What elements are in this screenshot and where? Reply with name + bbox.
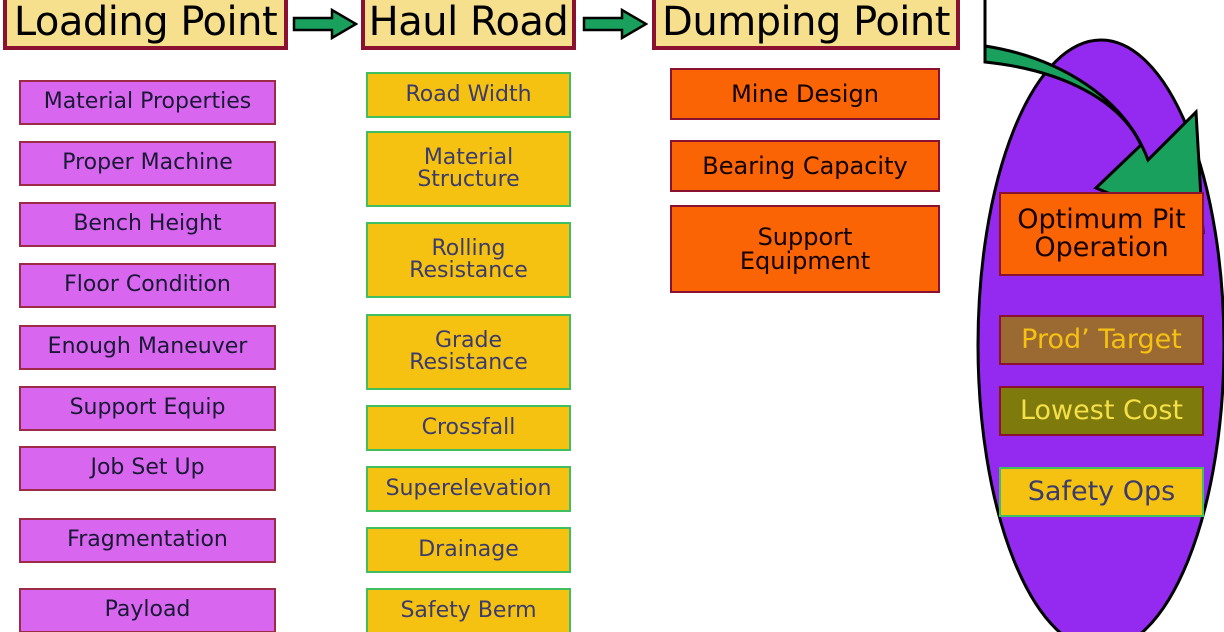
header-haul-road[interactable]: Haul Road <box>361 0 576 50</box>
loading-item-material-properties[interactable]: Material Properties <box>19 80 276 125</box>
loading-item-payload[interactable]: Payload <box>19 588 276 632</box>
loading-item-proper-machine[interactable]: Proper Machine <box>19 141 276 186</box>
outcome-item-lowest-cost[interactable]: Lowest Cost <box>999 386 1204 436</box>
haul-item-grade-resistance[interactable]: Grade Resistance <box>366 314 571 390</box>
dumping-item-bearing-capacity[interactable]: Bearing Capacity <box>670 140 940 192</box>
haul-item-rolling-resistance[interactable]: Rolling Resistance <box>366 222 571 298</box>
dumping-item-support-equipment[interactable]: Support Equipment <box>670 205 940 293</box>
loading-item-fragmentation[interactable]: Fragmentation <box>19 518 276 563</box>
header-dumping-point[interactable]: Dumping Point <box>652 0 960 50</box>
arrow-right-icon <box>292 7 359 41</box>
loading-item-support-equip[interactable]: Support Equip <box>19 386 276 431</box>
arrow-haul-to-dumping <box>582 7 649 41</box>
haul-item-material-structure[interactable]: Material Structure <box>366 131 571 207</box>
loading-item-floor-condition[interactable]: Floor Condition <box>19 263 276 308</box>
haul-item-crossfall[interactable]: Crossfall <box>366 405 571 451</box>
loading-item-bench-height[interactable]: Bench Height <box>19 202 276 247</box>
outcome-item-safety-ops[interactable]: Safety Ops <box>999 467 1204 517</box>
arrow-right-icon <box>582 7 649 41</box>
arrow-loading-to-haul <box>292 7 359 41</box>
haul-item-safety-berm[interactable]: Safety Berm <box>366 588 571 632</box>
loading-item-enough-maneuver[interactable]: Enough Maneuver <box>19 325 276 370</box>
outcome-item-prod-target[interactable]: Prod’ Target <box>999 315 1204 365</box>
haul-item-drainage[interactable]: Drainage <box>366 527 571 573</box>
haul-item-road-width[interactable]: Road Width <box>366 72 571 118</box>
header-loading-point[interactable]: Loading Point <box>3 0 288 50</box>
haul-item-superelevation[interactable]: Superelevation <box>366 466 571 512</box>
loading-item-job-set-up[interactable]: Job Set Up <box>19 446 276 491</box>
dumping-item-mine-design[interactable]: Mine Design <box>670 68 940 120</box>
outcome-item-optimum-pit-operation[interactable]: Optimum Pit Operation <box>999 192 1204 276</box>
